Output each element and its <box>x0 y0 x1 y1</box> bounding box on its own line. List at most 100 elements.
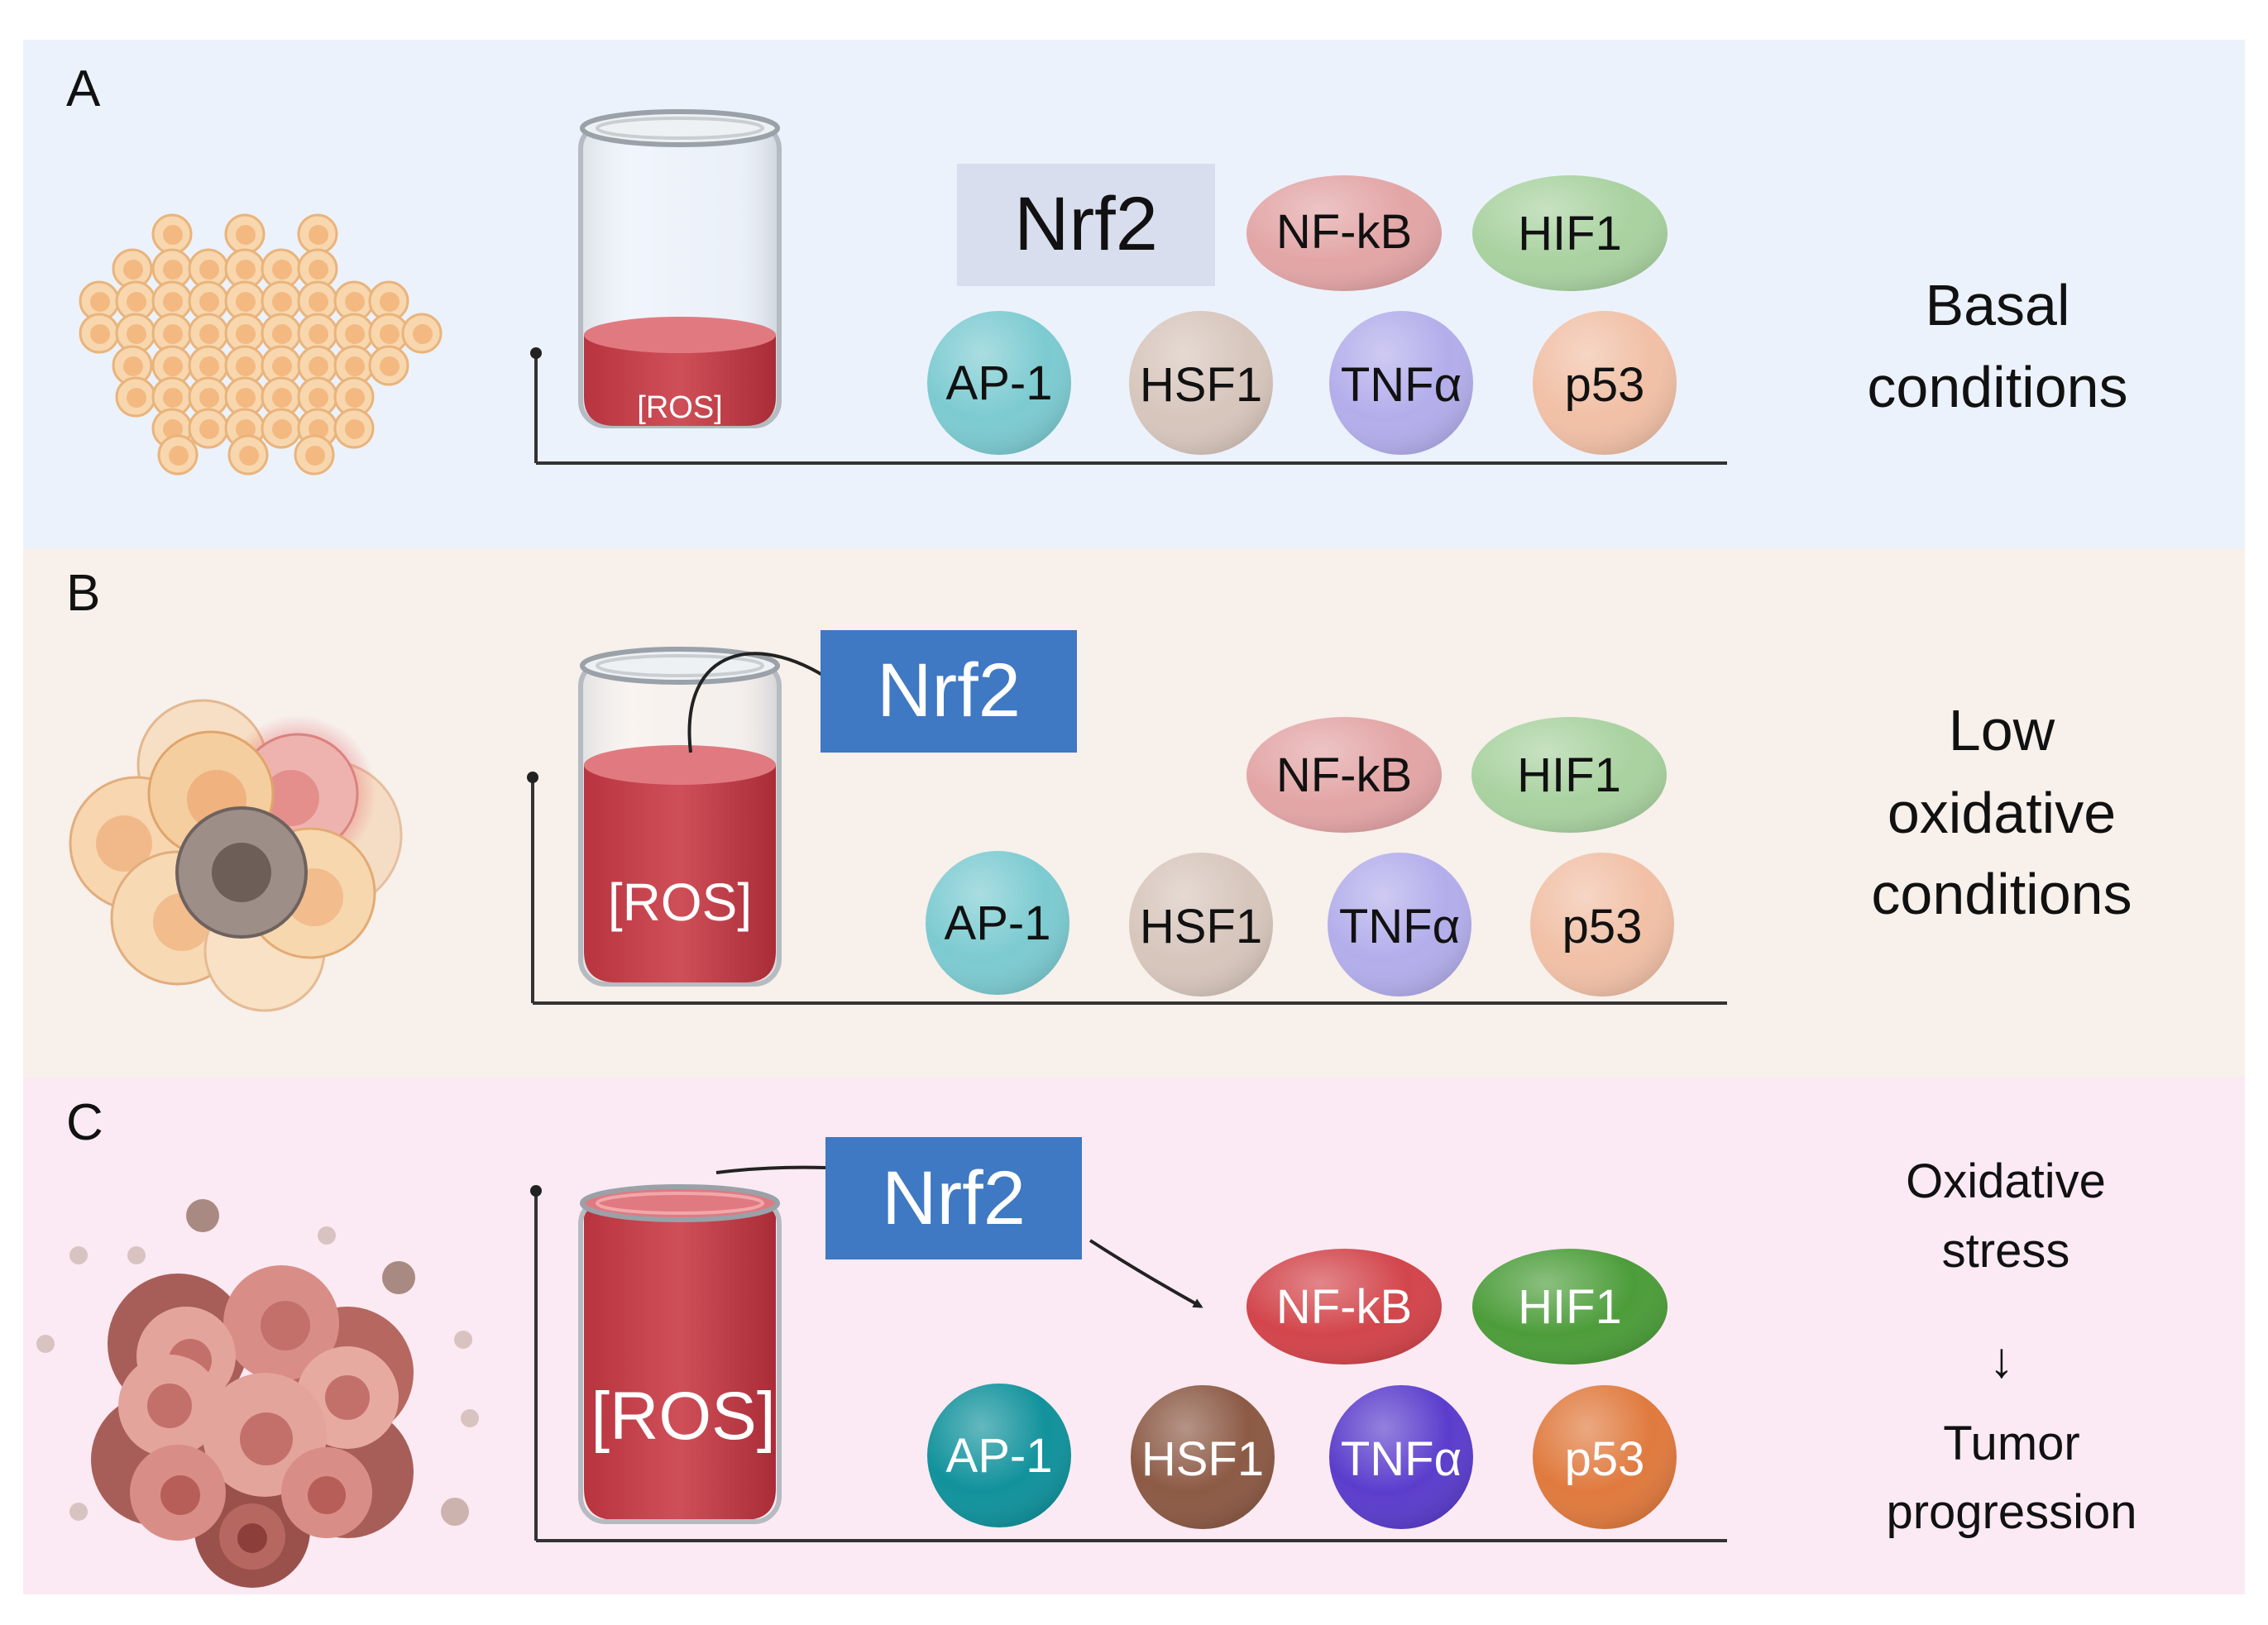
molecule-ellipse-nfkb: NF-kB <box>1246 717 1442 833</box>
nrf2-label: Nrf2 <box>1014 182 1158 266</box>
ros-beaker-icon: [ROS] <box>578 647 782 987</box>
down-arrow-icon: ↓ <box>1989 1332 2014 1388</box>
cell-nucleus <box>236 324 256 344</box>
cell-nucleus <box>90 324 110 344</box>
beaker-label: [ROS] <box>591 1379 775 1454</box>
cell-nucleus <box>272 388 292 408</box>
cell-nucleus <box>309 324 328 344</box>
panel-c-letter: C <box>66 1094 103 1151</box>
molecule-sphere-tnfa: TNFα <box>1328 853 1471 997</box>
panel-c: C <box>23 1078 2245 1594</box>
cell-nucleus <box>163 419 183 439</box>
cell-nucleus <box>309 292 328 312</box>
molecule-ellipse-nfkb: NF-kB <box>1246 175 1442 291</box>
arrow-icon <box>1089 1239 1203 1308</box>
molecule-ellipse-hif1: HIF1 <box>1472 175 1668 291</box>
cell-nucleus <box>272 356 292 376</box>
cell-nucleus <box>123 356 143 376</box>
connector-line <box>715 1165 826 1174</box>
ros-axis <box>530 1185 1727 1542</box>
cell-nucleus <box>345 292 365 312</box>
cell-nucleus <box>163 388 183 408</box>
nrf2-label: Nrf2 <box>882 1156 1026 1240</box>
cell-nucleus <box>90 292 110 312</box>
panel-b-letter: B <box>66 565 100 622</box>
svg-text:Oxidative: Oxidative <box>1906 1154 2106 1208</box>
cell-nucleus <box>127 324 146 344</box>
molecule-sphere-p53: p53 <box>1530 853 1674 997</box>
cell-nucleus <box>163 260 183 280</box>
ros-beaker-icon: [ROS] <box>578 1184 782 1524</box>
molecule-label: NF-kB <box>1276 205 1412 259</box>
svg-text:conditions: conditions <box>1871 862 2132 926</box>
beaker-label: [ROS] <box>608 872 752 932</box>
cell-nucleus <box>236 225 256 245</box>
molecule-label: NF-kB <box>1276 748 1412 802</box>
arrow-icon <box>687 652 842 753</box>
molecule-sphere-p53: p53 <box>1533 311 1677 455</box>
svg-text:conditions: conditions <box>1867 355 2127 419</box>
molecule-ellipse-nfkb: NF-kB <box>1246 1249 1442 1365</box>
cell-nucleus <box>413 324 433 344</box>
cell-nucleus <box>380 324 400 344</box>
molecule-label: p53 <box>1565 1432 1645 1486</box>
cell-nucleus <box>345 419 365 439</box>
dysplastic-cell-cluster-icon <box>69 699 403 1012</box>
cell-nucleus <box>163 292 183 312</box>
cell-nucleus <box>199 356 219 376</box>
panel-c-caption: Oxidative stress ↓ Tumor progression <box>1886 1154 2136 1539</box>
nrf2-box: Nrf2 <box>825 1137 1082 1259</box>
molecule-sphere-ap1: AP-1 <box>927 311 1071 455</box>
cell-nucleus <box>236 388 256 408</box>
ros-beaker-icon: [ROS] <box>578 109 782 428</box>
cell-nucleus <box>309 356 328 376</box>
molecule-label: AP-1 <box>945 896 1051 950</box>
nrf2-box: Nrf2 <box>957 164 1215 286</box>
molecule-label: TNFα <box>1339 900 1460 953</box>
cell-nucleus <box>305 446 325 466</box>
nrf2-box: Nrf2 <box>821 630 1077 753</box>
molecule-sphere-hsf1: HSF1 <box>1131 1385 1275 1529</box>
panel-a-letter: A <box>66 60 101 117</box>
nrf2-label: Nrf2 <box>877 648 1021 733</box>
beaker-label: [ROS] <box>637 390 722 425</box>
molecule-sphere-ap1: AP-1 <box>927 1384 1071 1527</box>
cell-nucleus <box>199 292 219 312</box>
cell-nucleus <box>123 260 143 280</box>
molecule-label: HIF1 <box>1517 748 1621 802</box>
molecule-ellipse-hif1: HIF1 <box>1471 717 1667 833</box>
cell-nucleus <box>199 260 219 280</box>
cell-nucleus <box>380 356 400 376</box>
cell-nucleus <box>272 292 292 312</box>
molecule-ellipse-hif1: HIF1 <box>1472 1249 1668 1365</box>
molecule-sphere-tnfa: TNFα <box>1329 311 1473 455</box>
cell-nucleus <box>163 324 183 344</box>
svg-text:Basal: Basal <box>1925 273 2069 337</box>
cell-nucleus <box>169 446 189 466</box>
molecule-label: HIF1 <box>1518 207 1622 260</box>
svg-text:stress: stress <box>1942 1224 2070 1278</box>
cell-nucleus <box>272 260 292 280</box>
panel-b-caption: Low oxidative conditions <box>1871 698 2132 926</box>
molecule-sphere-p53: p53 <box>1533 1385 1677 1529</box>
cell-nucleus <box>127 292 146 312</box>
cell-nucleus <box>199 324 219 344</box>
cell-nucleus <box>236 356 256 376</box>
molecule-sphere-tnfa: TNFα <box>1329 1385 1473 1529</box>
cell-nucleus <box>163 225 183 245</box>
panel-b: B <box>23 548 2245 1078</box>
cell-nucleus <box>345 324 365 344</box>
molecule-label: p53 <box>1565 358 1645 412</box>
molecule-label: HSF1 <box>1141 1432 1264 1486</box>
cell-nucleus <box>309 225 328 245</box>
molecule-sphere-hsf1: HSF1 <box>1129 853 1273 997</box>
cell-nucleus <box>309 388 328 408</box>
ros-axis <box>527 772 1727 1005</box>
ros-axis <box>530 347 1727 465</box>
cell-nucleus <box>127 388 146 408</box>
panel-a-caption: Basal conditions <box>1867 273 2127 419</box>
molecule-label: AP-1 <box>946 1429 1053 1483</box>
cell-nucleus <box>345 388 365 408</box>
cell-nucleus <box>236 260 256 280</box>
